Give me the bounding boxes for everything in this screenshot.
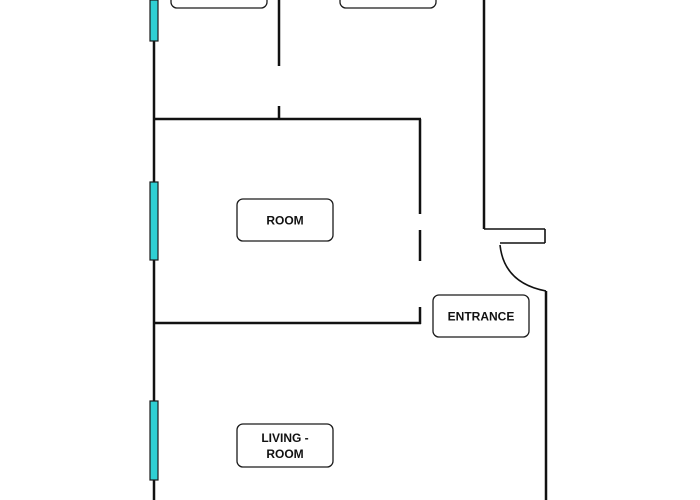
- door-swing-icon: [499, 244, 547, 292]
- entrance-label-text: ENTRANCE: [448, 310, 515, 324]
- window-middle: [149, 181, 159, 261]
- label-entrance: ENTRANCE: [432, 294, 530, 338]
- window-bottom: [149, 400, 159, 481]
- window-top: [149, 0, 159, 42]
- living-room-label-line2: ROOM: [266, 447, 303, 461]
- living-room-label-line1: LIVING -: [261, 431, 308, 445]
- label-top-right: [339, 0, 437, 9]
- label-room: ROOM: [236, 198, 334, 242]
- room-label-text: ROOM: [266, 214, 303, 228]
- label-top-left: [170, 0, 268, 9]
- label-living-room: LIVING - ROOM: [236, 423, 334, 468]
